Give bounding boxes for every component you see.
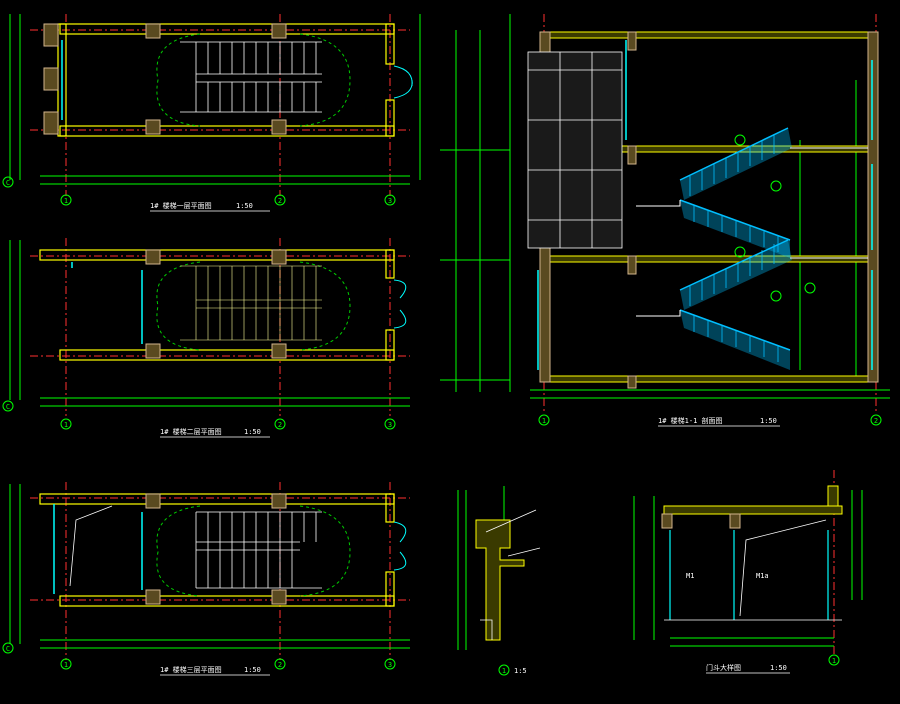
void-outline xyxy=(69,505,113,587)
axis-label: 1 xyxy=(64,661,68,669)
door-swing xyxy=(393,521,407,571)
axis-label: 2 xyxy=(278,661,282,669)
stair-treads xyxy=(180,265,322,341)
stair-landing-outline xyxy=(156,505,351,597)
drawing-title: 1# 楼梯三层平面图 xyxy=(160,665,222,674)
window-glazing xyxy=(71,262,143,344)
dimension-lines xyxy=(633,490,863,647)
section-1-1: 1 2 1# 楼梯1-1 剖面图 1:50 xyxy=(440,14,890,427)
walls xyxy=(39,249,395,361)
columns xyxy=(43,23,287,135)
stair-flight-lower xyxy=(679,239,792,370)
canopy-detail: M1 M1a 1 门斗大样图 1:50 xyxy=(633,470,863,674)
drawing-title: 1# 楼梯1-1 剖面图 xyxy=(658,416,723,425)
drawing-scale: 1:50 xyxy=(760,417,777,425)
columns xyxy=(145,493,287,605)
window-glazing xyxy=(537,40,873,370)
axis-label: C xyxy=(6,403,10,411)
drawing-title: 1# 楼梯一层平面图 xyxy=(150,201,212,210)
detail-callout xyxy=(498,664,510,676)
door-swing xyxy=(393,65,413,99)
stair-landing-outline xyxy=(156,261,351,351)
stair-flight-upper xyxy=(679,127,792,258)
door-frames xyxy=(669,530,829,620)
stair-treads xyxy=(180,41,322,113)
drawing-scale: 1:50 xyxy=(770,664,787,672)
canopy-slab xyxy=(663,485,843,515)
stair-landings xyxy=(636,147,868,317)
detail-profile xyxy=(475,519,525,641)
columns xyxy=(145,249,287,359)
detail-callout-label: 1 xyxy=(502,667,506,675)
door-swing xyxy=(393,279,407,329)
detail-drawing: 1 1:5 xyxy=(457,486,541,676)
axis-lines xyxy=(30,238,410,416)
axis-bubbles xyxy=(538,414,882,426)
dimension-lines xyxy=(440,14,890,399)
dimension-lines xyxy=(9,240,410,407)
drawing-scale: 1:50 xyxy=(236,202,253,210)
axis-bubbles xyxy=(2,176,396,206)
axis-lines xyxy=(30,482,410,660)
axis-bubbles xyxy=(2,642,396,670)
window-glazing xyxy=(53,504,143,594)
axis-label: 3 xyxy=(388,661,392,669)
axis-label: C xyxy=(6,179,10,187)
drawing-title: 1# 楼梯二层平面图 xyxy=(160,427,222,436)
drawing-scale: 1:50 xyxy=(244,428,261,436)
axis-label: 2 xyxy=(874,417,878,425)
dimension-lines xyxy=(9,484,410,649)
dimension-lines xyxy=(457,486,505,650)
dimension-lines xyxy=(9,14,421,185)
axis-label: C xyxy=(6,645,10,653)
walls xyxy=(39,493,395,607)
axis-label: 1 xyxy=(64,197,68,205)
axis-label: 2 xyxy=(278,197,282,205)
axis-label: 3 xyxy=(388,197,392,205)
stair-landing-outline xyxy=(156,33,351,127)
axis-label: 1 xyxy=(832,657,836,665)
curtain-wall-grid xyxy=(527,51,623,249)
plan-first-floor: 1 2 3 C 1# 楼梯一层平面图 1:50 xyxy=(2,14,421,212)
axis-label: 1 xyxy=(64,421,68,429)
axis-label: 3 xyxy=(388,421,392,429)
axis-label: 2 xyxy=(278,421,282,429)
plan-third-floor: 1 2 3 C 1# 楼梯三层平面图 1:50 xyxy=(2,482,410,676)
detail-callouts xyxy=(734,134,816,302)
drawing-title: 门斗大样图 xyxy=(706,663,741,672)
drawing-scale: 1:5 xyxy=(514,667,527,675)
door-panels xyxy=(664,519,842,621)
axis-bubble xyxy=(828,654,840,666)
axis-label: 1 xyxy=(542,417,546,425)
stair-treads xyxy=(195,511,322,589)
door-label: M1 xyxy=(686,572,694,580)
axis-bubbles xyxy=(2,400,396,430)
door-label: M1a xyxy=(756,572,769,580)
detail-outline xyxy=(480,509,541,640)
plan-second-floor: 1 2 3 C 1# 楼梯二层平面图 1:50 xyxy=(2,238,410,438)
columns xyxy=(661,513,741,529)
drawing-scale: 1:50 xyxy=(244,666,261,674)
